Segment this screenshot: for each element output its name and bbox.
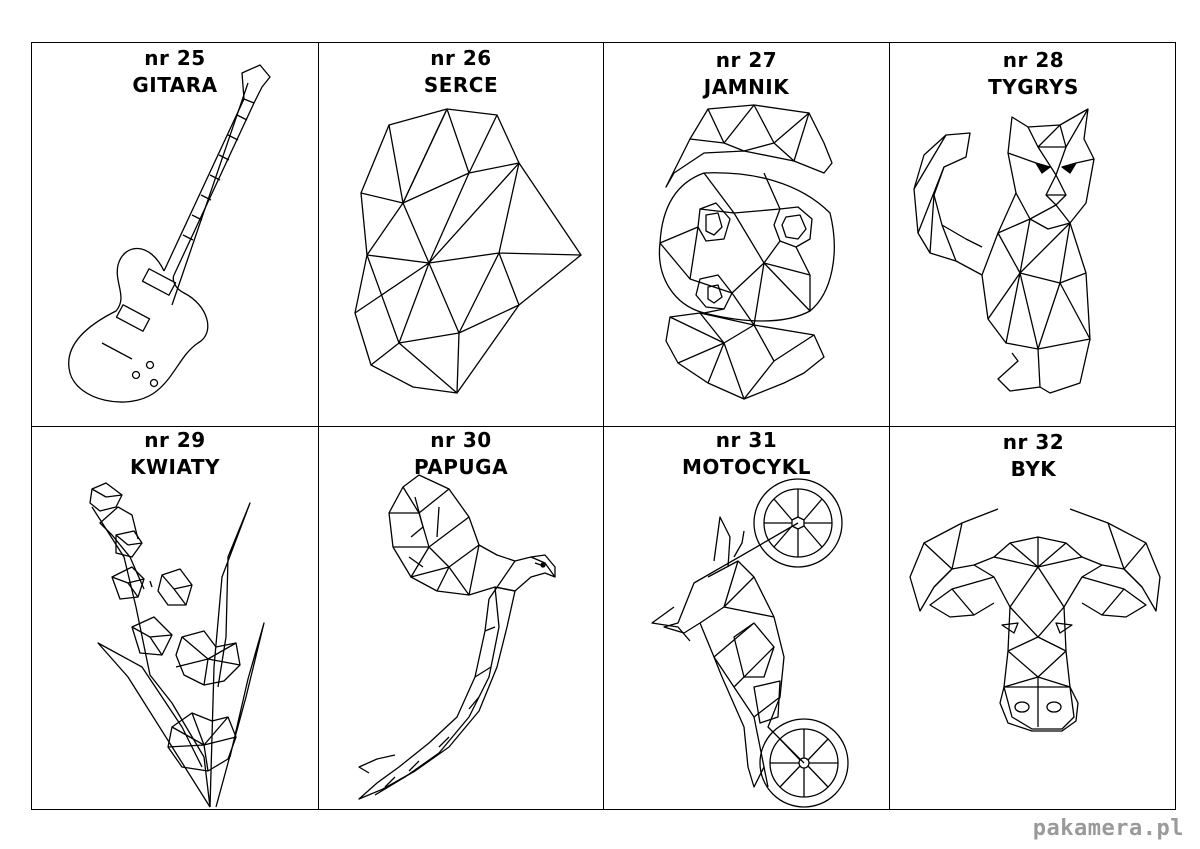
card-number: nr 26 (430, 46, 492, 70)
card-31: nr 31 MOTOCYKL (604, 427, 889, 811)
card-29: nr 29 KWIATY (32, 427, 318, 811)
card-number: nr 31 (715, 428, 778, 452)
motorcycle-icon (651, 478, 849, 808)
bull-icon (909, 508, 1161, 732)
dachshund-icon (658, 104, 835, 400)
guitar-icon (68, 64, 271, 403)
card-30: nr 30 PAPUGA (319, 427, 603, 811)
card-27: nr 27 JAMNIK (604, 43, 889, 426)
card-32: nr 32 BYK (890, 427, 1177, 811)
flowers-icon (89, 482, 265, 808)
card-title: SERCE (423, 73, 499, 97)
card-26: nr 26 SERCE (319, 43, 603, 426)
parrot-icon (358, 474, 556, 800)
coloring-card-grid: nr 25 GITARA nr 26 SERCE (31, 42, 1176, 810)
card-number: nr 32 (1002, 430, 1065, 454)
grid-divider (32, 426, 1175, 427)
tiger-icon (913, 108, 1095, 394)
card-28: nr 28 TYGRYS (890, 43, 1177, 426)
card-title: TYGRYS (988, 75, 1079, 99)
card-title: PAPUGA (413, 455, 509, 479)
watermark-logo: pakamera.pl (1032, 816, 1184, 841)
card-title: JAMNIK (703, 75, 790, 99)
card-title: KWIATY (129, 455, 221, 479)
card-title: BYK (1010, 457, 1057, 481)
card-number: nr 30 (430, 428, 492, 452)
heart-icon (354, 108, 582, 394)
card-number: nr 29 (144, 428, 206, 452)
card-number: nr 28 (1002, 48, 1065, 72)
card-number: nr 25 (144, 46, 206, 70)
card-title: GITARA (132, 73, 218, 97)
card-25: nr 25 GITARA (32, 43, 318, 426)
card-title: MOTOCYKL (682, 455, 811, 479)
card-number: nr 27 (715, 48, 778, 72)
